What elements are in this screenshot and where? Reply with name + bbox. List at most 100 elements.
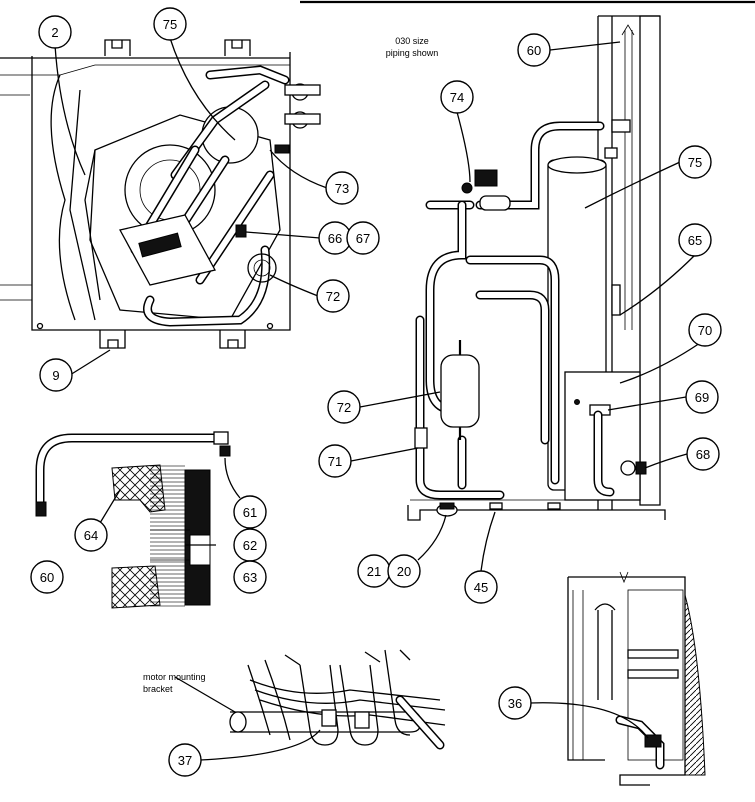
wire-tie bbox=[299, 664, 339, 746]
tube bbox=[597, 610, 613, 700]
muffler bbox=[247, 253, 277, 283]
leader-20 bbox=[417, 514, 447, 561]
panel-rib bbox=[572, 590, 584, 760]
leader-72b bbox=[359, 391, 441, 408]
callout-69-label: 69 bbox=[695, 390, 709, 405]
pipe bbox=[595, 412, 613, 495]
piping-note-line2: piping shown bbox=[386, 48, 439, 58]
tube-clip bbox=[219, 445, 231, 457]
motor-note-line2: bracket bbox=[143, 684, 173, 694]
valve-fitting bbox=[461, 182, 473, 194]
base-pan bbox=[407, 505, 666, 521]
leader-70 bbox=[619, 342, 701, 384]
conduit bbox=[397, 697, 443, 748]
clip bbox=[354, 711, 370, 729]
callout-45 bbox=[464, 570, 498, 604]
leader-36 bbox=[529, 702, 649, 739]
service-valve bbox=[620, 460, 636, 476]
valve-detail-view bbox=[567, 571, 706, 786]
pan-rail bbox=[0, 284, 32, 301]
leader-9 bbox=[69, 349, 111, 376]
pipe bbox=[144, 247, 269, 326]
coil-tube bbox=[624, 30, 633, 330]
callout-72 bbox=[327, 390, 361, 424]
callout-66-label: 66 bbox=[328, 231, 342, 246]
filter-drier bbox=[440, 354, 480, 428]
callout-67-label: 67 bbox=[356, 231, 370, 246]
callout-36 bbox=[498, 686, 532, 720]
callout-75-label: 75 bbox=[688, 155, 702, 170]
coil-gap bbox=[189, 534, 211, 566]
leader-motor bbox=[174, 676, 236, 713]
callout-64 bbox=[74, 518, 108, 552]
coil-edge bbox=[84, 149, 101, 301]
leader-lines bbox=[54, 37, 701, 761]
wire-tie bbox=[384, 649, 411, 736]
coil-tube bbox=[627, 669, 679, 679]
callout-60 bbox=[30, 560, 64, 594]
motor-bracket-view bbox=[229, 649, 446, 750]
callout-circles bbox=[30, 7, 722, 777]
valve-cap bbox=[635, 461, 647, 475]
leader-45 bbox=[480, 511, 496, 572]
callout-75-label: 75 bbox=[163, 17, 177, 32]
leader-68 bbox=[644, 453, 688, 469]
callout-71-label: 71 bbox=[328, 454, 342, 469]
pipe bbox=[207, 66, 288, 83]
leader-65 bbox=[619, 254, 696, 316]
coil-rows bbox=[150, 465, 185, 607]
callout-62-label: 62 bbox=[243, 538, 257, 553]
callout-68-label: 68 bbox=[696, 447, 710, 462]
leader-74 bbox=[456, 111, 471, 183]
tie-end bbox=[284, 649, 411, 666]
base-pan-outline bbox=[31, 52, 291, 331]
callout-21-label: 21 bbox=[367, 564, 381, 579]
bracket-end bbox=[229, 711, 247, 733]
callout-63 bbox=[233, 560, 267, 594]
break-mark bbox=[619, 571, 629, 584]
leader-69 bbox=[607, 396, 687, 411]
callout-2 bbox=[38, 15, 72, 49]
pipe bbox=[417, 317, 503, 498]
tube-fitting bbox=[213, 431, 229, 445]
reversing-valve bbox=[474, 169, 498, 187]
fitting bbox=[604, 147, 618, 159]
valve-stem bbox=[284, 113, 321, 125]
coil-slope bbox=[684, 594, 706, 776]
callout-60-label: 60 bbox=[527, 43, 541, 58]
callout-9 bbox=[39, 358, 73, 392]
leader-2 bbox=[54, 44, 86, 176]
valve-body bbox=[138, 232, 182, 258]
valve-body bbox=[479, 195, 511, 211]
callout-45-label: 45 bbox=[474, 580, 488, 595]
callout-75 bbox=[153, 7, 187, 41]
callout-74-label: 74 bbox=[450, 90, 464, 105]
mount-tab bbox=[104, 39, 131, 56]
mount-tab bbox=[99, 330, 126, 349]
callout-73-label: 73 bbox=[335, 181, 349, 196]
bolt bbox=[36, 322, 44, 330]
isolator bbox=[439, 502, 455, 510]
fitting bbox=[414, 427, 428, 449]
panel-edge bbox=[567, 577, 605, 761]
callout-labels: 2 75 73 66 67 72 9 60 74 75 65 70 69 72 … bbox=[40, 17, 712, 768]
callout-20 bbox=[387, 554, 421, 588]
pipe bbox=[477, 292, 548, 443]
callout-60 bbox=[517, 33, 551, 67]
annotations: 030 size piping shown motor mounting bra… bbox=[143, 36, 438, 694]
callout-20-label: 20 bbox=[397, 564, 411, 579]
callout-73 bbox=[325, 171, 359, 205]
coil-detail-view bbox=[35, 431, 231, 609]
wire-tie bbox=[339, 664, 379, 746]
callout-72 bbox=[316, 279, 350, 313]
leader-60a bbox=[549, 41, 621, 51]
callout-65-label: 65 bbox=[688, 233, 702, 248]
top-right-view bbox=[407, 15, 666, 521]
callout-75 bbox=[678, 145, 712, 179]
tube-bend bbox=[594, 603, 616, 611]
pressure-switch bbox=[611, 284, 621, 316]
leader-66 bbox=[245, 231, 321, 239]
coil-tube bbox=[627, 649, 679, 659]
callout-61-label: 61 bbox=[243, 505, 257, 520]
